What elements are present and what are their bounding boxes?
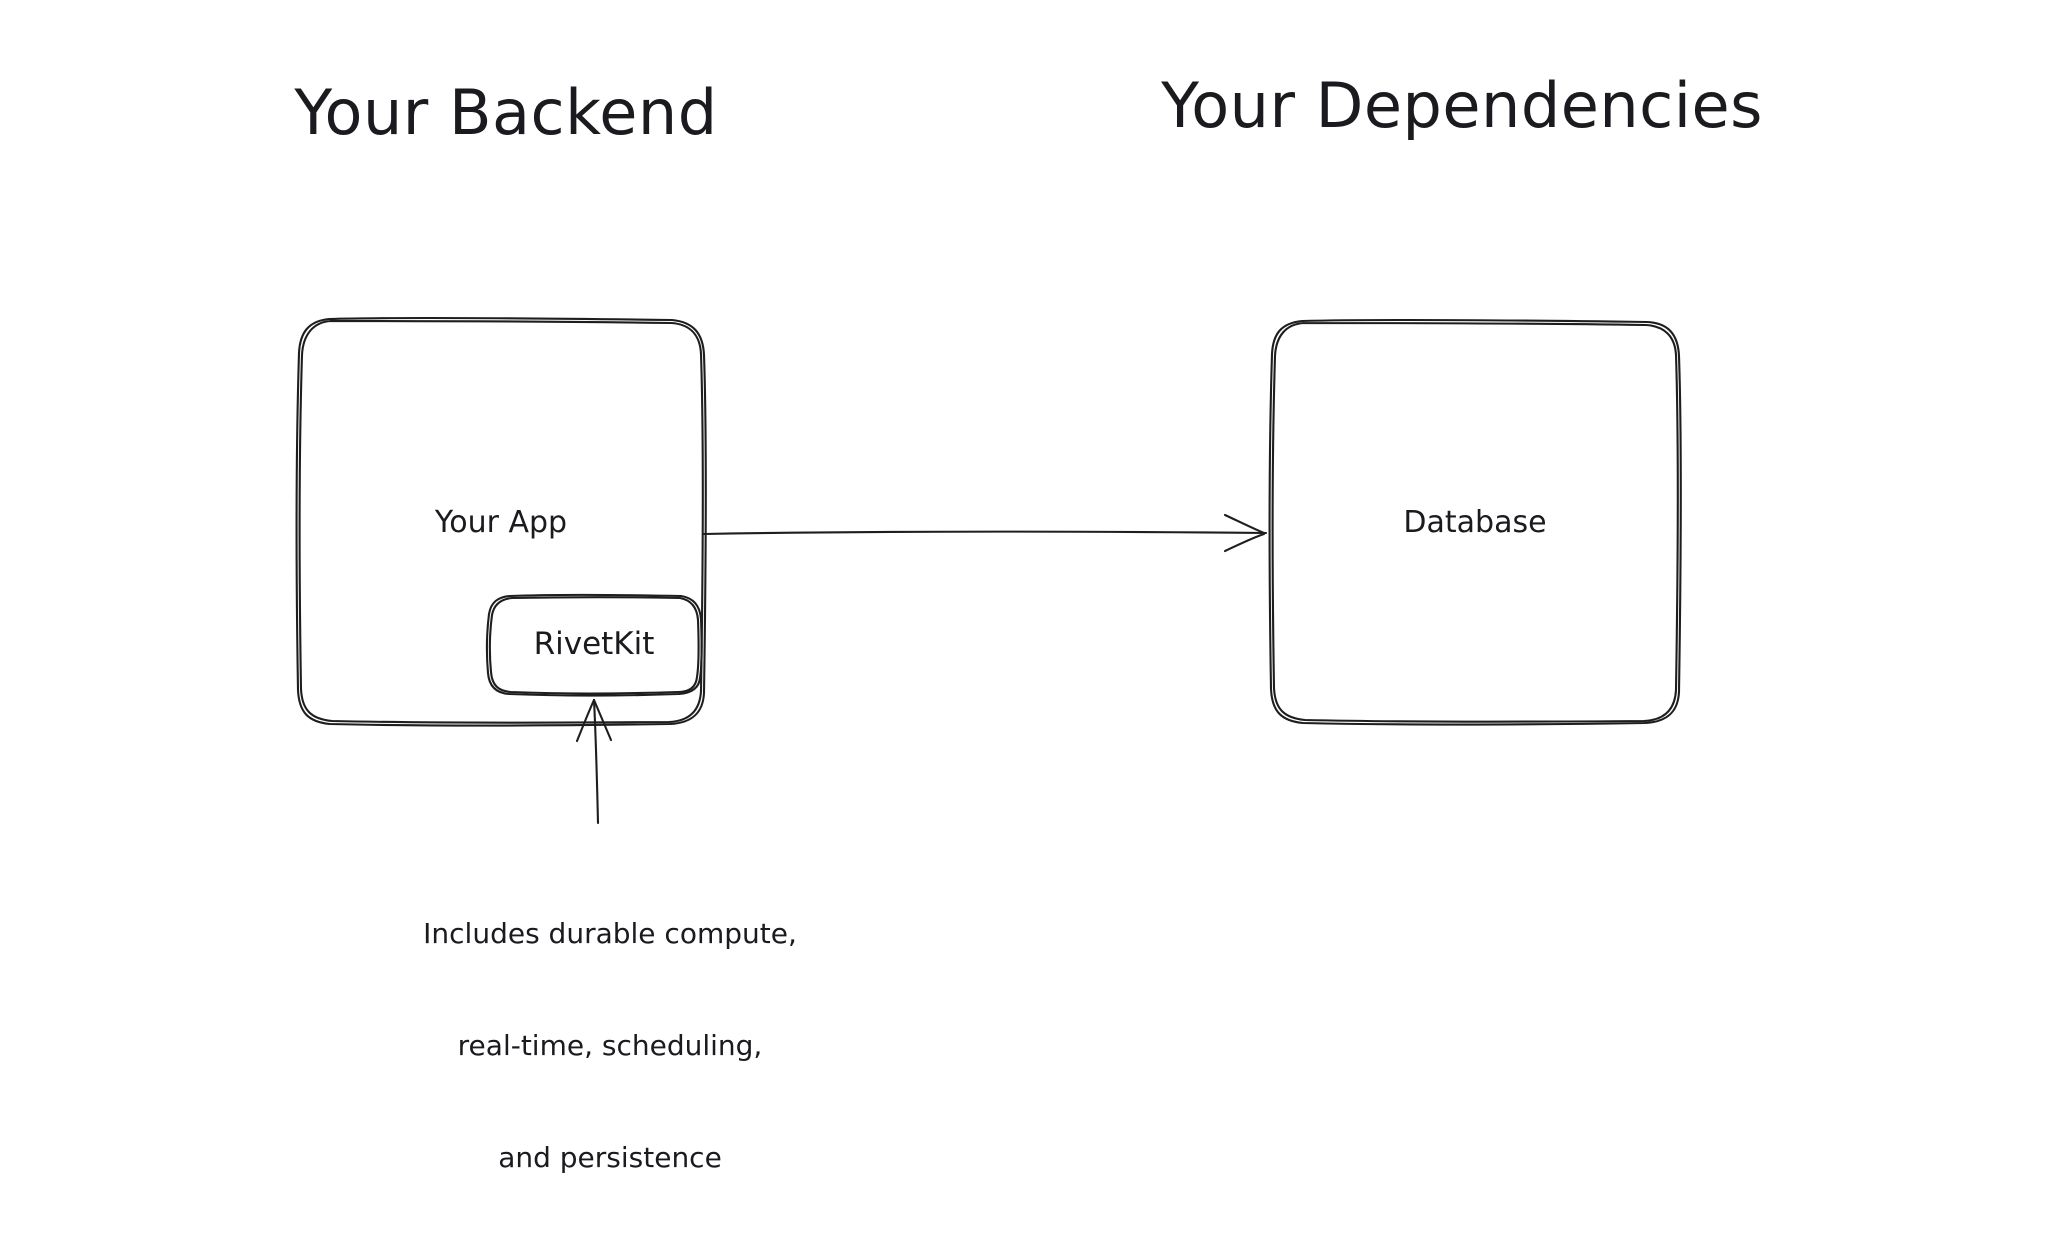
edge-app-to-database (702, 513, 1268, 553)
node-rivetkit-outline (485, 593, 703, 697)
annotation-line-2: real-time, scheduling, (457, 1029, 763, 1063)
annotation-line-3: and persistence (498, 1140, 722, 1174)
group-title-backend: Your Backend (294, 76, 718, 149)
diagram-strokes (295, 316, 1682, 825)
diagram-canvas: Your Backend Your Dependencies Your App … (294, 69, 1763, 1174)
node-database-outline (1268, 318, 1682, 726)
group-title-dependencies: Your Dependencies (1161, 69, 1763, 142)
node-label-your-app: Your App (434, 505, 568, 540)
node-label-rivetkit: RivetKit (533, 626, 655, 662)
annotation-line-1: Includes durable compute, (423, 917, 797, 951)
node-your-app-outline (295, 316, 707, 727)
edge-note-to-rivetkit (575, 698, 613, 825)
annotation-rivetkit-note: Includes durable compute, real-time, sch… (423, 841, 797, 1251)
node-label-database: Database (1403, 505, 1547, 540)
